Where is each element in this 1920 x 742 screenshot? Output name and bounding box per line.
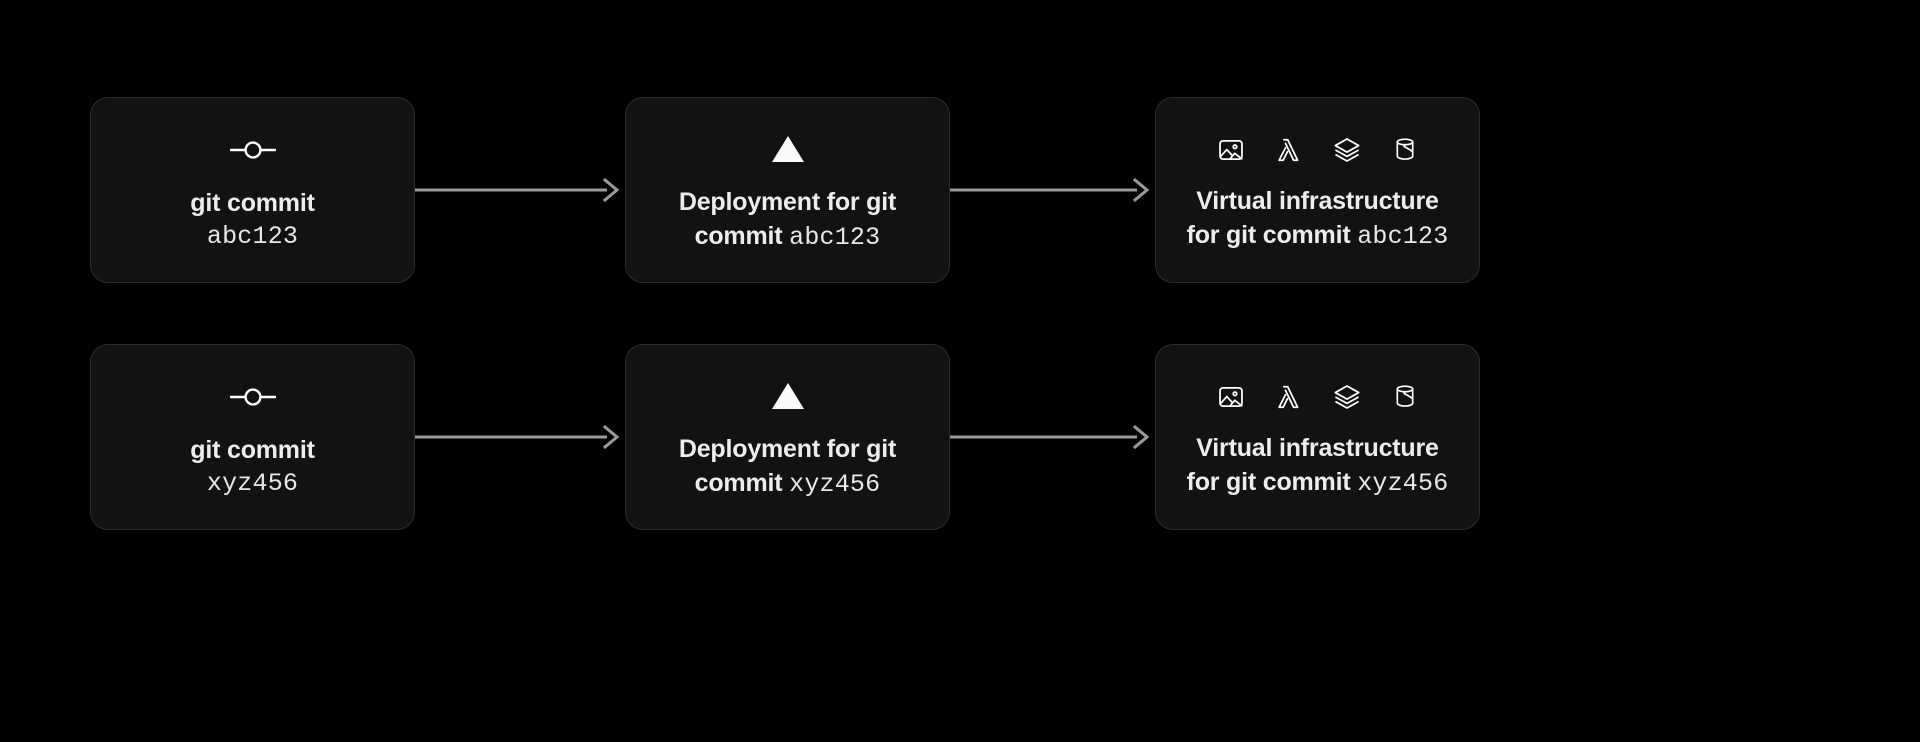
connector-arrow-right bbox=[415, 425, 625, 449]
node-label: git commit xyz456 bbox=[190, 434, 315, 501]
node-infrastructure-xyz456[interactable]: Virtual infrastructure for git commit xy… bbox=[1155, 344, 1480, 530]
vercel-triangle-icon bbox=[771, 126, 805, 172]
node-infrastructure-abc123[interactable]: Virtual infrastructure for git commit ab… bbox=[1155, 97, 1480, 283]
git-commit-icon bbox=[229, 127, 276, 173]
node-deployment-xyz456[interactable]: Deployment for git commit xyz456 bbox=[625, 344, 950, 530]
node-git-commit-abc123[interactable]: git commit abc123 bbox=[90, 97, 415, 283]
vercel-triangle-icon bbox=[771, 373, 805, 419]
node-label-line2: for git commit bbox=[1186, 467, 1351, 496]
infrastructure-icon-row bbox=[1217, 127, 1419, 173]
node-label-line1: Virtual infrastructure bbox=[1196, 434, 1439, 463]
connector-arrow-right bbox=[950, 178, 1155, 202]
commit-hash: abc123 bbox=[1357, 221, 1449, 251]
layers-icon bbox=[1333, 383, 1361, 411]
node-deployment-abc123[interactable]: Deployment for git commit abc123 bbox=[625, 97, 950, 283]
lambda-icon bbox=[1275, 136, 1303, 164]
node-label-line1: Deployment for git bbox=[678, 435, 897, 464]
connector-arrow-right bbox=[950, 425, 1155, 449]
commit-hash: abc123 bbox=[206, 222, 299, 251]
node-label-line2: commit bbox=[694, 221, 783, 250]
image-icon bbox=[1217, 383, 1245, 411]
connector-arrow-right bbox=[415, 178, 625, 202]
bucket-icon bbox=[1391, 383, 1419, 411]
git-commit-icon bbox=[229, 374, 276, 420]
node-label-line2: for git commit bbox=[1186, 220, 1351, 249]
node-label: Virtual infrastructure for git commit xy… bbox=[1187, 432, 1449, 500]
node-label: Deployment for git commit abc123 bbox=[679, 186, 896, 254]
node-label: git commit abc123 bbox=[190, 187, 315, 254]
bucket-icon bbox=[1391, 136, 1419, 164]
node-label-line2: commit bbox=[694, 468, 783, 497]
image-icon bbox=[1217, 136, 1245, 164]
node-label-line1: Virtual infrastructure bbox=[1196, 187, 1439, 216]
lambda-icon bbox=[1275, 383, 1303, 411]
node-label: Deployment for git commit xyz456 bbox=[679, 433, 896, 501]
layers-icon bbox=[1333, 136, 1361, 164]
node-label: Virtual infrastructure for git commit ab… bbox=[1187, 185, 1449, 253]
commit-hash: abc123 bbox=[789, 222, 881, 252]
node-label-text: git commit bbox=[190, 435, 315, 464]
node-git-commit-xyz456[interactable]: git commit xyz456 bbox=[90, 344, 415, 530]
flow-row-abc123: git commit abc123 Deployment for git com… bbox=[0, 80, 1920, 300]
commit-hash: xyz456 bbox=[206, 469, 299, 498]
node-label-line1: Deployment for git bbox=[678, 188, 897, 217]
node-label-text: git commit bbox=[190, 188, 315, 217]
infrastructure-icon-row bbox=[1217, 374, 1419, 420]
flow-row-xyz456: git commit xyz456 Deployment for git com… bbox=[0, 327, 1920, 547]
commit-hash: xyz456 bbox=[789, 469, 881, 499]
commit-hash: xyz456 bbox=[1357, 468, 1449, 498]
